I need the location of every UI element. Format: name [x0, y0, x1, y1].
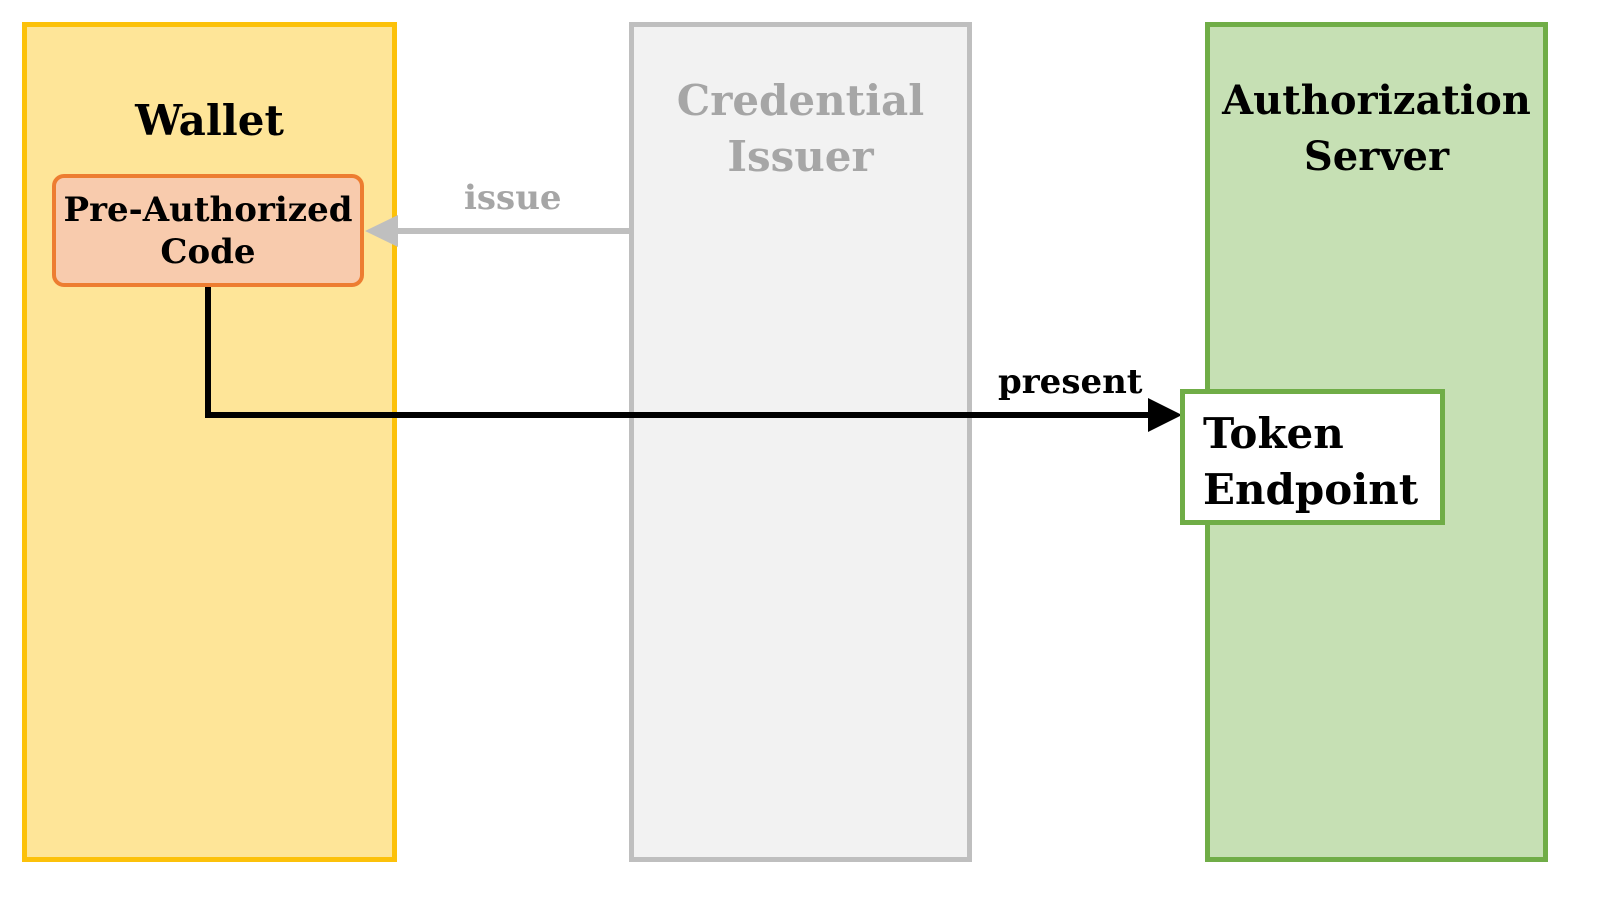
present-label: present — [998, 362, 1143, 402]
issue-arrow — [365, 215, 629, 247]
credential-issuer-lane: Credential Issuer — [629, 22, 972, 862]
token-endpoint-box: Token Endpoint — [1180, 389, 1445, 525]
credential-issuer-title: Credential Issuer — [676, 76, 925, 181]
wallet-lane: Wallet — [22, 22, 397, 862]
wallet-title: Wallet — [135, 96, 284, 145]
issue-label: issue — [464, 178, 562, 218]
pre-authorized-code-box: Pre-Authorized Code — [52, 174, 364, 287]
authorization-server-title: Authorization Server — [1222, 77, 1531, 180]
